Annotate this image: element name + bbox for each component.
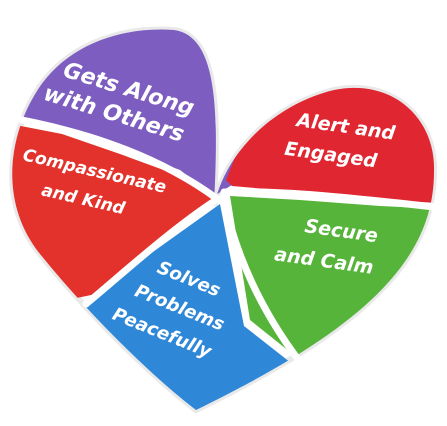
segment-separators <box>0 112 447 366</box>
